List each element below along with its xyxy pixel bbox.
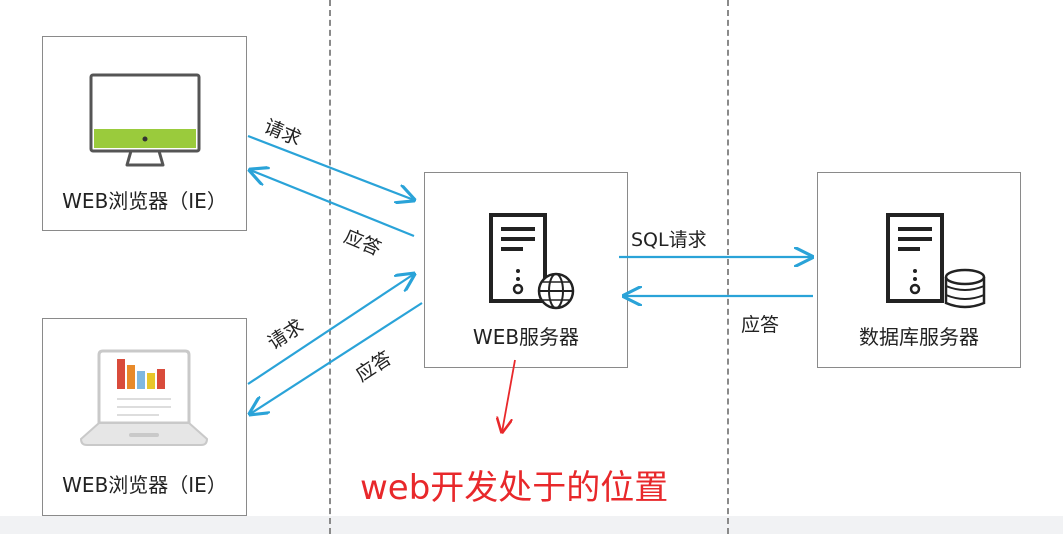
- browser-laptop-node: WEB浏览器（IE）: [42, 318, 247, 516]
- bottom-strip: [0, 516, 1063, 534]
- db-server-node: 数据库服务器: [817, 172, 1021, 368]
- web-server-label: WEB服务器: [472, 325, 580, 349]
- zone-divider-left: [329, 0, 331, 534]
- db-response-label: 应答: [741, 314, 780, 336]
- server-database-icon: [886, 213, 986, 309]
- arrow-bottom-response: [250, 302, 423, 414]
- zone-divider-right: [727, 0, 729, 534]
- annotation-text: web开发处于的位置: [360, 468, 669, 508]
- browser-desktop-node: WEB浏览器（IE）: [42, 36, 247, 231]
- db-server-label: 数据库服务器: [859, 325, 979, 349]
- browser-laptop-label: WEB浏览器（IE）: [62, 473, 227, 497]
- annotation-arrow: [502, 359, 516, 432]
- arrow-top-request: [247, 134, 414, 200]
- monitor-icon: [89, 73, 201, 167]
- arrow-bottom-request: [247, 274, 414, 385]
- laptop-chart-icon: [79, 349, 209, 446]
- web-server-node: WEB服务器: [424, 172, 628, 368]
- server-globe-icon: [489, 213, 575, 310]
- sql-request-label: SQL请求: [631, 229, 707, 251]
- arrow-top-response: [250, 170, 415, 238]
- browser-desktop-label: WEB浏览器（IE）: [62, 189, 227, 213]
